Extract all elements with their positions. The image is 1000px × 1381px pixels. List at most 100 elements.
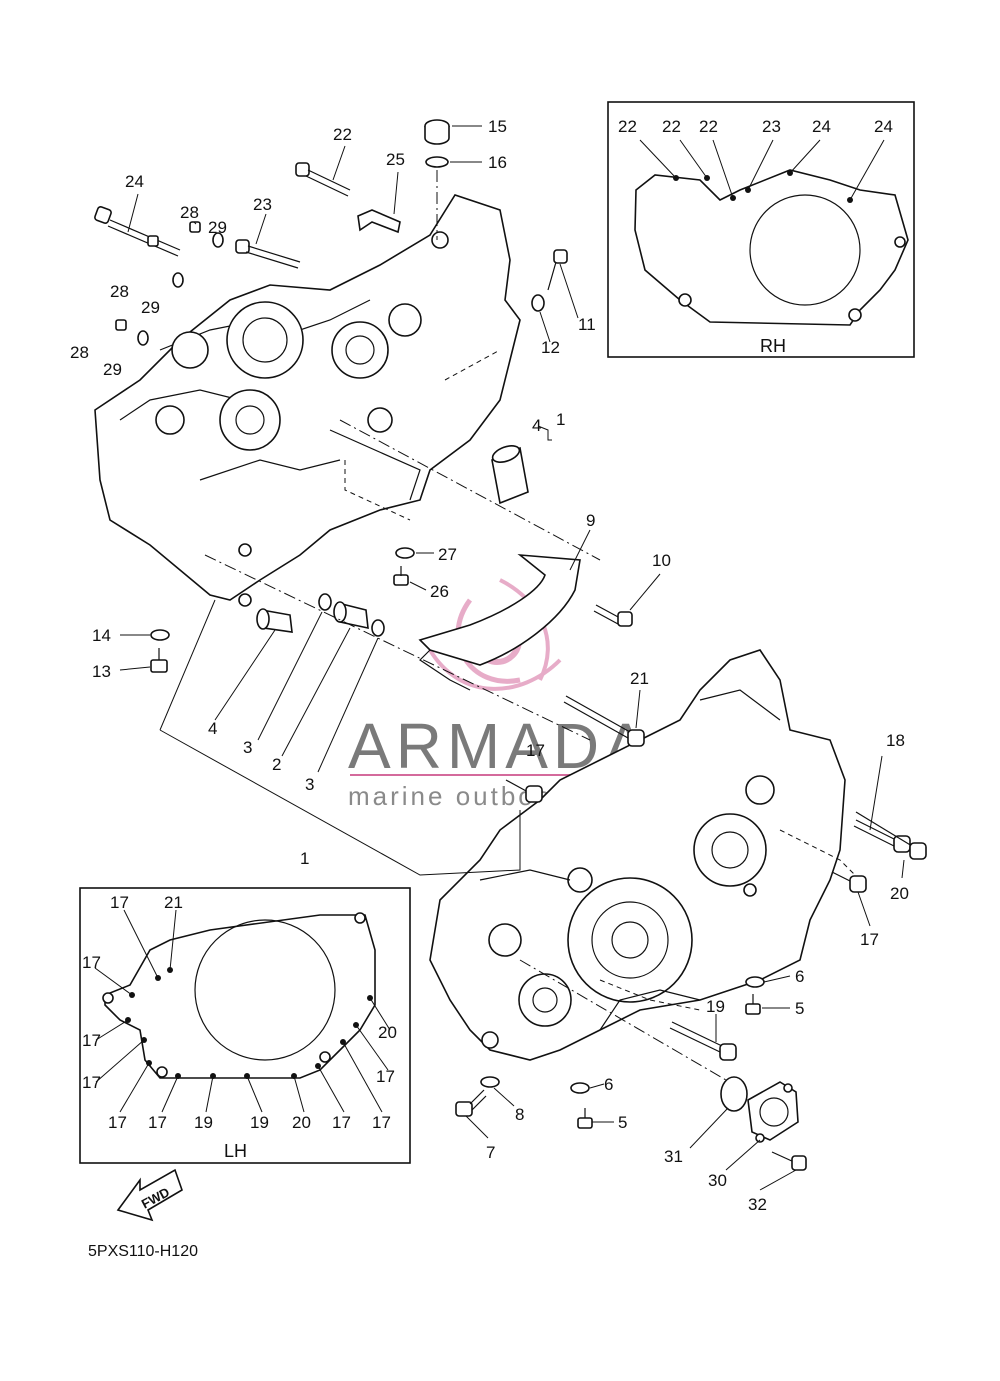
inset-lh-callout: 20	[378, 1023, 397, 1042]
o-ring-31-icon	[720, 1076, 748, 1112]
screw-5-icon	[745, 994, 761, 1015]
lower-fasteners	[455, 695, 927, 1171]
baffle-plate-9-icon	[418, 553, 581, 666]
callout: 9	[586, 511, 595, 530]
bolt-24-icon	[94, 206, 181, 257]
washer-29-icon	[137, 232, 224, 346]
inset-lh-callout: 17	[82, 1073, 101, 1092]
callout: 27	[438, 545, 457, 564]
inset-rh-title: RH	[760, 336, 786, 356]
inset-lh-callout: 17	[148, 1113, 167, 1132]
inset-lh-callout: 17	[372, 1113, 391, 1132]
callout: 18	[886, 731, 905, 750]
callouts: 22 15 16 25 24 28 29 23 28 29 28 29 11 1…	[70, 117, 909, 1214]
callout: 28	[110, 282, 129, 301]
callout: 6	[795, 967, 804, 986]
bolt-11-icon	[547, 249, 568, 291]
bolt-10-icon	[593, 604, 633, 627]
collar-2-icon	[333, 601, 369, 630]
callout: 28	[70, 343, 89, 362]
callout: 16	[488, 153, 507, 172]
fwd-arrow-icon: FWD	[116, 1168, 183, 1222]
callout: 6	[604, 1075, 613, 1094]
bolt-28-icon	[115, 221, 201, 331]
callout: 19	[706, 997, 725, 1016]
callout: 4	[208, 719, 217, 738]
o-ring-3b-icon	[371, 619, 385, 637]
callout: 10	[652, 551, 671, 570]
washer-12-icon	[531, 294, 545, 312]
callout: 31	[664, 1147, 683, 1166]
bolt-17-icon	[505, 779, 543, 803]
inset-lh-callout: 17	[108, 1113, 127, 1132]
plug-15-icon	[424, 119, 450, 145]
o-ring-16-icon	[425, 156, 449, 168]
callout: 3	[305, 775, 314, 794]
inset-rh-callout: 24	[874, 117, 893, 136]
callout: 1	[556, 410, 565, 429]
callout: 17	[526, 741, 545, 760]
callout: 28	[180, 203, 199, 222]
callout: 26	[430, 582, 449, 601]
washer-6-icon	[745, 976, 765, 988]
callout: 29	[208, 218, 227, 237]
callout: 20	[890, 884, 909, 903]
clamp-25-icon	[357, 209, 401, 234]
bolt-22-icon	[295, 162, 351, 197]
left-crankcase	[94, 194, 521, 607]
callout: 21	[630, 669, 649, 688]
inset-lh-callout: 20	[292, 1113, 311, 1132]
callout: 1	[300, 849, 309, 868]
inset-lh-callout: 19	[194, 1113, 213, 1132]
inset-lh-callout: 17	[110, 893, 129, 912]
screw-5b-icon	[577, 1108, 593, 1129]
callout: 7	[486, 1143, 495, 1162]
callout: 13	[92, 662, 111, 681]
callout: 30	[708, 1171, 727, 1190]
leader-lines	[119, 125, 905, 1191]
bolt-32-icon	[771, 1151, 807, 1171]
bolt-20-icon	[855, 811, 927, 860]
bolt-21-icon	[563, 695, 645, 747]
lh-inset: LH	[79, 887, 411, 1164]
callout: 23	[253, 195, 272, 214]
inset-lh-callout: 17	[82, 1031, 101, 1050]
rh-inset: RH	[607, 101, 915, 358]
inset-lh-title: LH	[224, 1141, 247, 1161]
cover-30-icon	[747, 1081, 799, 1143]
dowel-4b-icon	[256, 608, 293, 633]
inset-lh-callouts: 17 21 17 17 17 17 20 17 17 17 19 19 20 1…	[82, 893, 397, 1132]
bolt-17b-icon	[831, 871, 867, 893]
callout: 32	[748, 1195, 767, 1214]
callout: 5	[618, 1113, 627, 1132]
callout: 14	[92, 626, 111, 645]
diagram-code: 5PXS110-H120	[88, 1243, 198, 1260]
callout: 29	[141, 298, 160, 317]
screw-13-icon	[150, 648, 168, 673]
washer-6b-icon	[570, 1082, 590, 1094]
inset-rh-callout: 22	[618, 117, 637, 136]
inset-rh-callouts: 22 22 22 23 24 24	[618, 117, 893, 136]
callout: 15	[488, 117, 507, 136]
callout: 24	[125, 172, 144, 191]
washer-8-icon	[480, 1076, 500, 1088]
inset-lh-callout: 17	[82, 953, 101, 972]
callout: 17	[860, 930, 879, 949]
callout: 2	[272, 755, 281, 774]
dowel-4-icon	[491, 445, 529, 505]
right-crankcase	[429, 649, 861, 1061]
callout: 12	[541, 338, 560, 357]
inset-rh-callout: 24	[812, 117, 831, 136]
callout: 3	[243, 738, 252, 757]
washer-27-icon	[395, 547, 415, 559]
bolt-18-icon	[853, 819, 911, 853]
callout: 5	[795, 999, 804, 1018]
bolt-7-icon	[455, 1089, 487, 1117]
washer-14-icon	[150, 629, 170, 641]
inset-lh-callout: 19	[250, 1113, 269, 1132]
callout: 8	[515, 1105, 524, 1124]
callout: 11	[578, 315, 596, 334]
inset-rh-callout: 22	[699, 117, 718, 136]
inset-rh-callout: 23	[762, 117, 781, 136]
